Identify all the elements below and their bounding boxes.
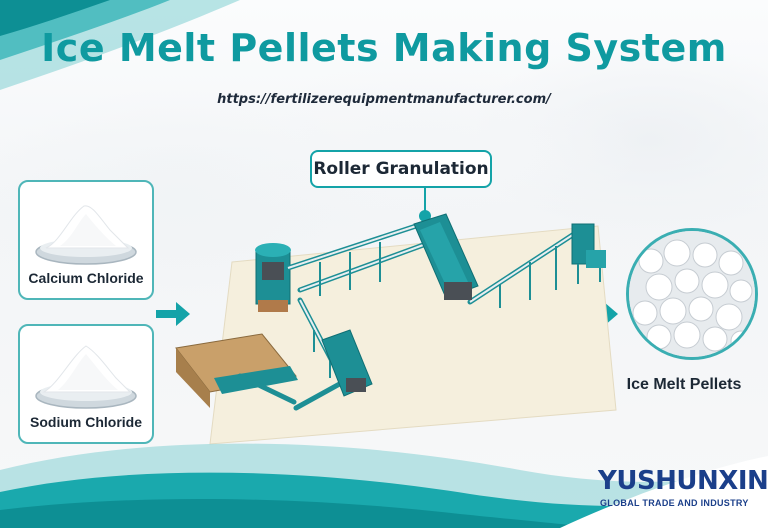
calcium-chloride-card: Calcium Chloride (18, 180, 154, 300)
raw-material-bin (175, 333, 298, 408)
callout-connector-line (424, 188, 426, 212)
page-title: Ice Melt Pellets Making System (41, 26, 727, 70)
ice-melt-pellets-image (626, 228, 758, 360)
arrow-right-icon (156, 302, 190, 326)
powder-dish-icon (35, 205, 137, 265)
roller-granulator (413, 213, 479, 300)
callout-connector-dot (419, 210, 431, 222)
support-legs (313, 242, 557, 378)
sodium-chloride-label: Sodium Chloride (30, 414, 142, 430)
packing-machine (571, 223, 606, 284)
logo-tagline: GLOBAL TRADE AND INDUSTRY (600, 498, 749, 508)
calcium-chloride-label: Calcium Chloride (28, 270, 144, 286)
mixer-tower (255, 243, 291, 312)
website-url[interactable]: https://fertilizerequipmentmanufacturer.… (217, 92, 551, 107)
sodium-chloride-card: Sodium Chloride (18, 324, 154, 444)
powder-dish-icon (35, 345, 137, 409)
cooler-dryer (321, 329, 373, 397)
yushunxin-logo: YUSHUNXIN (598, 466, 768, 496)
roller-granulation-callout: Roller Granulation (310, 150, 492, 188)
pellets-icon (629, 231, 755, 357)
callout-label: Roller Granulation (313, 159, 489, 179)
ice-melt-pellets-label: Ice Melt Pellets (626, 376, 742, 393)
